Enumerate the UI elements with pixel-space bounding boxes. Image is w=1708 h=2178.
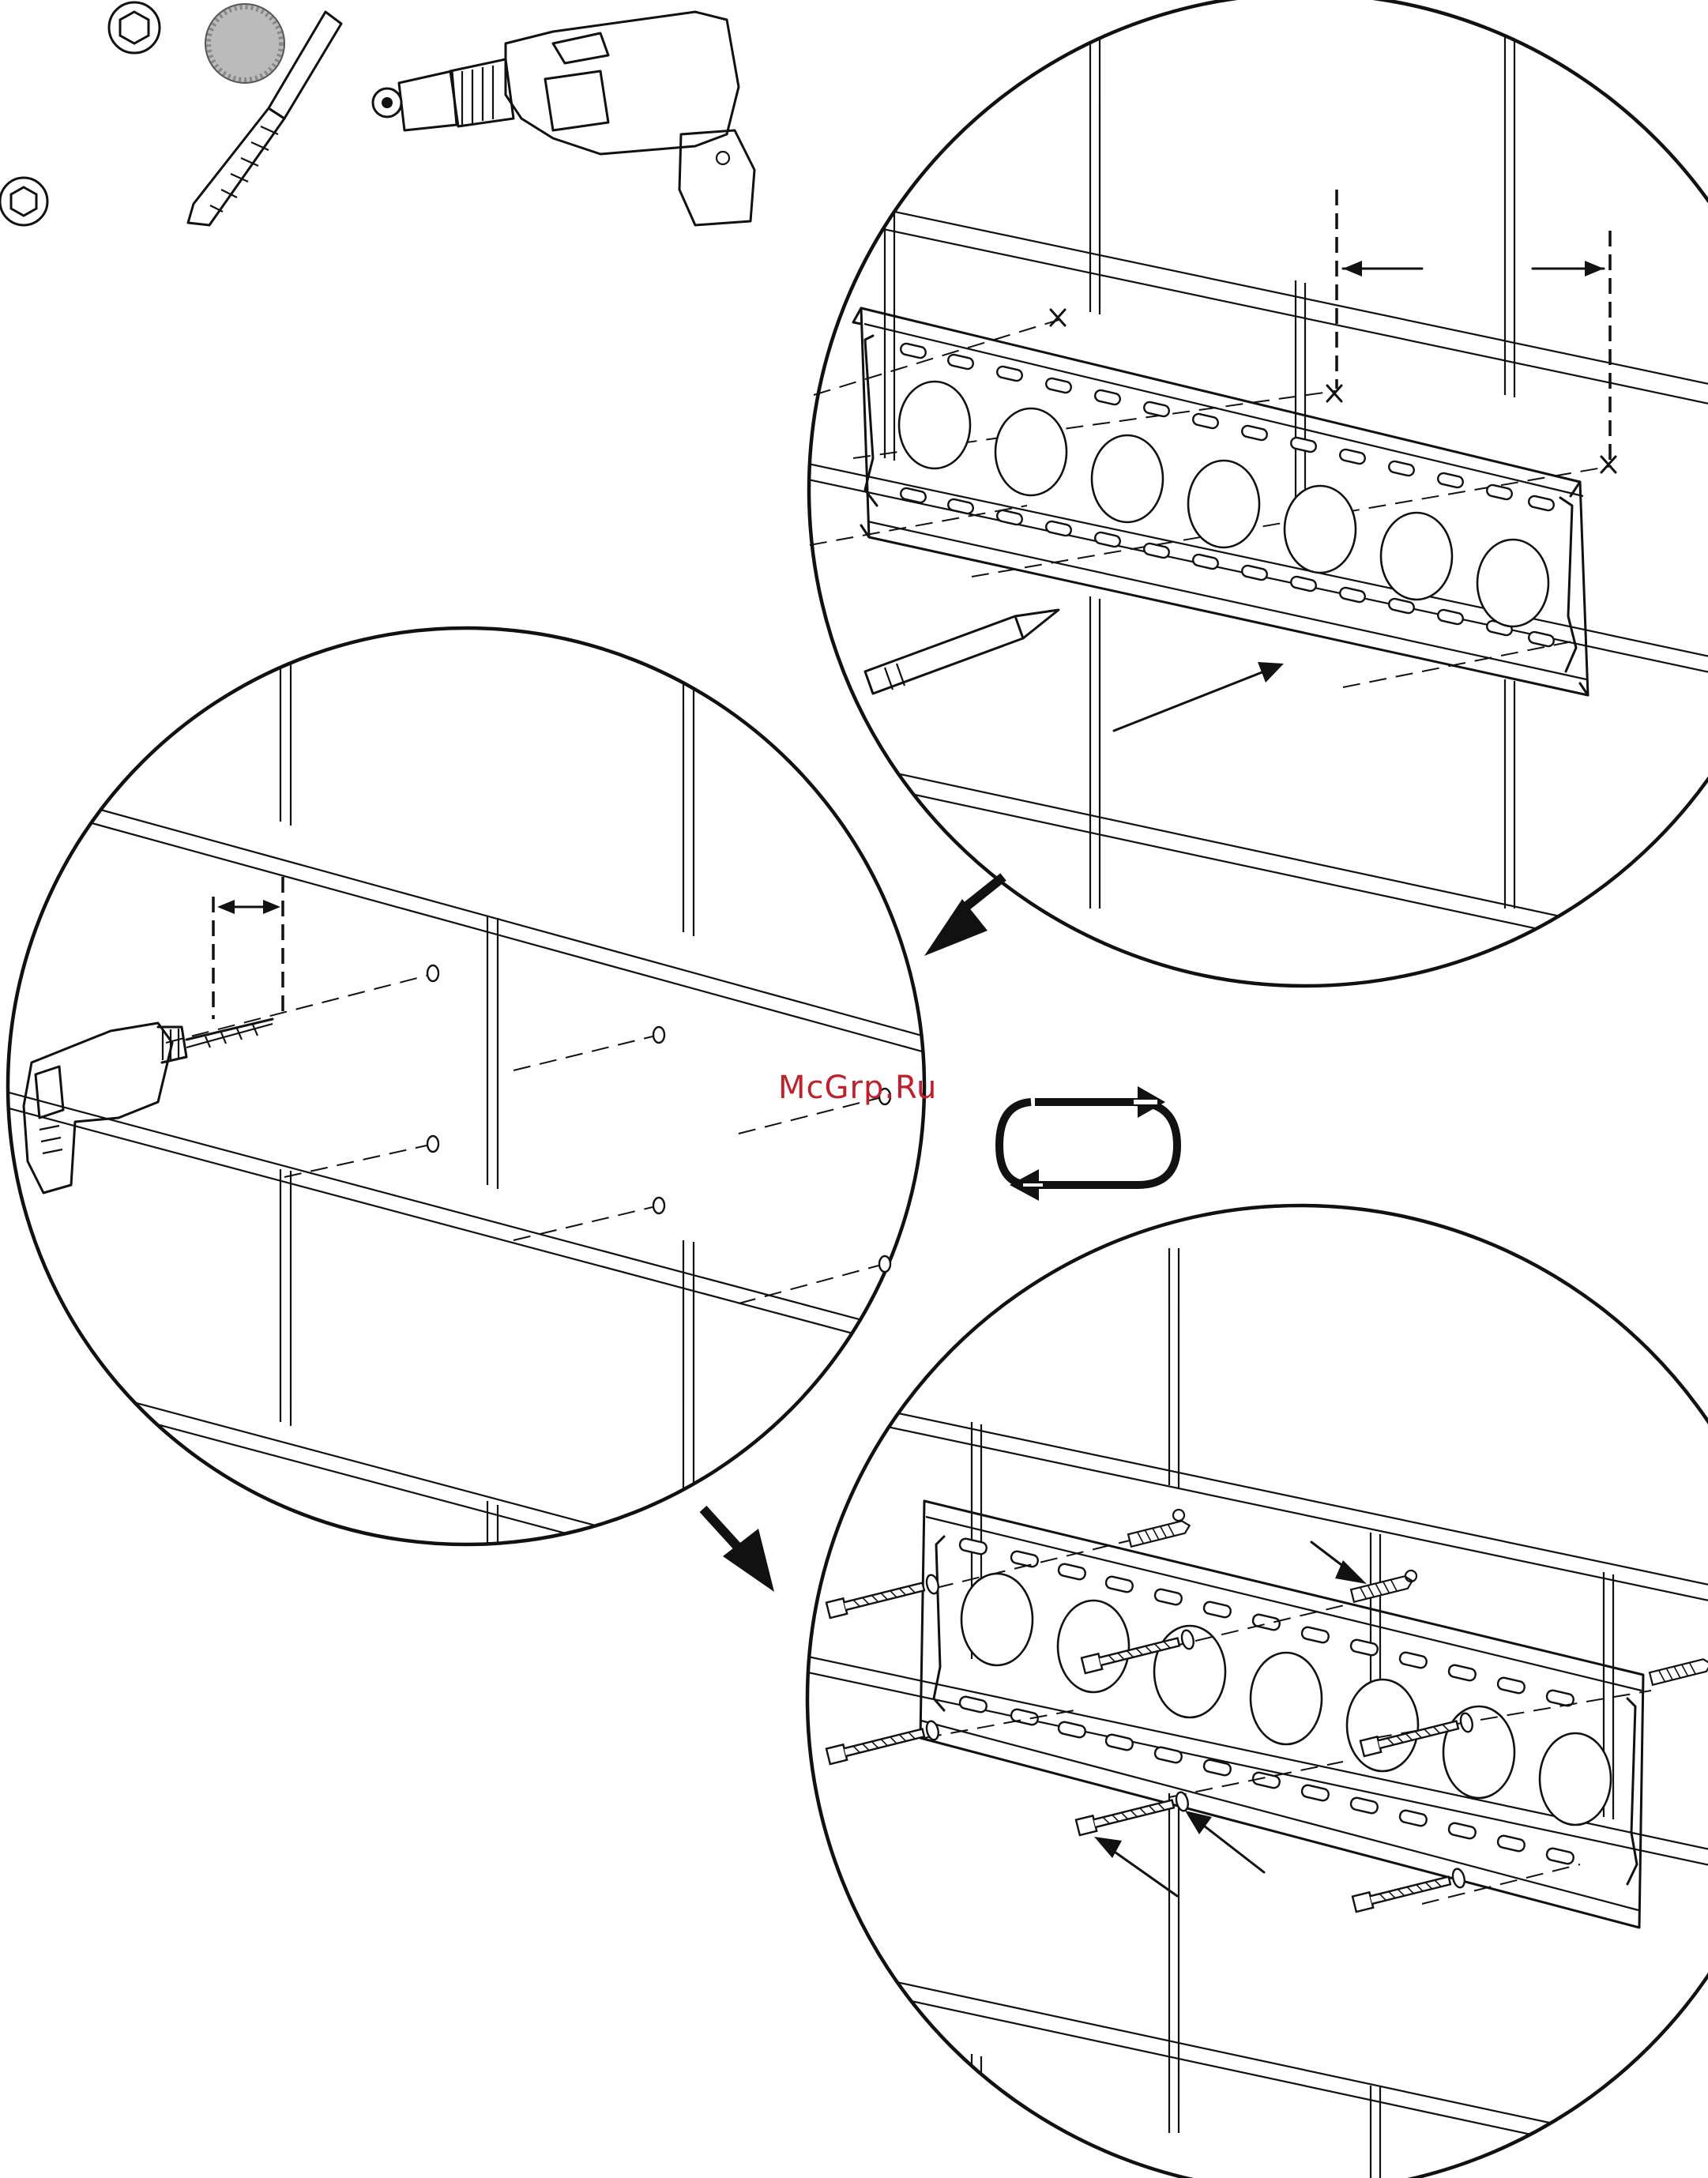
pointer-arrows [1094, 1542, 1367, 1896]
wrench-icon [0, 2, 160, 225]
repeat-cycle-icon [999, 1086, 1177, 1201]
step-arrow-1 [924, 877, 1003, 956]
pointer-arrow [1114, 662, 1284, 731]
bracket-large-holes [961, 1574, 1611, 1825]
watermark: McGrp.Ru [778, 1070, 937, 1106]
fasten-bracket-panel [782, 1206, 1708, 2178]
step-arrow-2 [703, 1509, 774, 1592]
pencil-icon [865, 610, 1059, 694]
drill-holes-panel: McGrp.Ru [0, 616, 948, 1635]
power-drill-icon [373, 12, 754, 225]
drill-bit-icon [188, 4, 341, 225]
mark-holes-panel [782, 0, 1708, 989]
